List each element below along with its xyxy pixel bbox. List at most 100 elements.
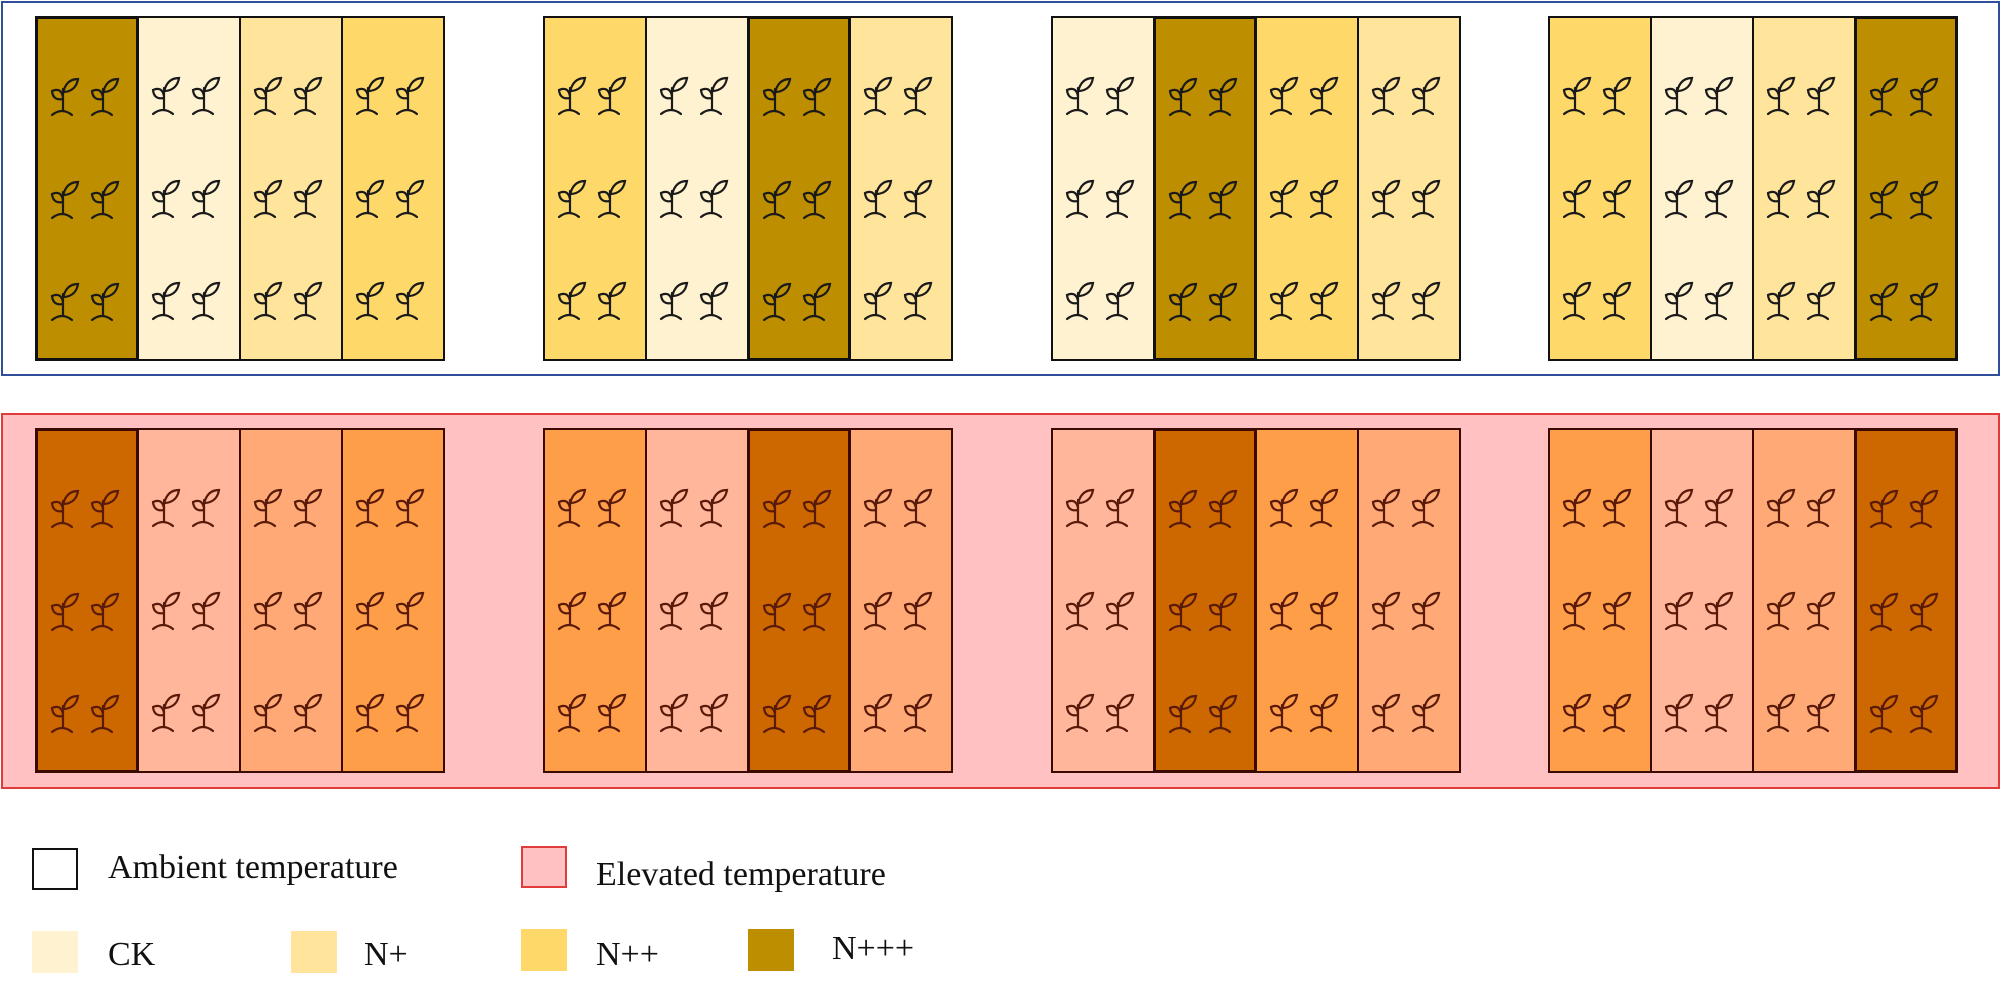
seedling-icon [1269, 273, 1309, 321]
seedling-icon [597, 273, 637, 321]
seedling-icon [1309, 685, 1349, 733]
seedling-icon [395, 685, 435, 733]
seedling-icon [1371, 171, 1411, 219]
seedling-icon [1562, 68, 1602, 116]
ambient-plot-np [239, 16, 343, 361]
ambient-plot-nppp [1153, 16, 1257, 361]
seedling-icon [253, 583, 293, 631]
seedling-icon [699, 583, 739, 631]
seedling-icon [50, 584, 90, 632]
seedling-icon [1664, 273, 1704, 321]
seedling-icon [1168, 686, 1208, 734]
seedling-icon [1562, 171, 1602, 219]
seedling-icon [659, 171, 699, 219]
ambient-plot-npp [341, 16, 445, 361]
seedling-icon [557, 583, 597, 631]
seedling-icon [903, 171, 943, 219]
seedling-icon [1065, 68, 1105, 116]
seedling-icon [1562, 273, 1602, 321]
seedling-icon [1806, 171, 1846, 219]
seedling-icon [355, 480, 395, 528]
seedling-icon [659, 685, 699, 733]
seedling-icon [191, 583, 231, 631]
seedling-icon [1168, 584, 1208, 632]
seedling-icon [293, 480, 333, 528]
seedling-icon [1869, 172, 1909, 220]
seedling-icon [90, 172, 130, 220]
seedling-icon [1208, 274, 1248, 322]
seedling-icon [699, 685, 739, 733]
seedling-icon [802, 172, 842, 220]
legend-label-n-plus-plus: N++ [596, 936, 659, 973]
legend-label-ck: CK [108, 936, 156, 973]
seedling-icon [557, 171, 597, 219]
seedling-icon [151, 273, 191, 321]
seedling-icon [659, 583, 699, 631]
elevated-plot-nppp [1854, 428, 1958, 773]
seedling-icon [1766, 583, 1806, 631]
seedling-icon [1168, 274, 1208, 322]
seedling-icon [1065, 480, 1105, 528]
ambient-block-3 [1051, 16, 1461, 361]
ambient-plot-npp [1255, 16, 1359, 361]
seedling-icon [903, 480, 943, 528]
seedling-icon [1371, 68, 1411, 116]
seedling-icon [762, 274, 802, 322]
seedling-icon [1806, 583, 1846, 631]
seedling-icon [151, 480, 191, 528]
seedling-icon [1704, 480, 1744, 528]
ambient-plot-ck [1051, 16, 1155, 361]
ambient-plot-npp [1548, 16, 1652, 361]
elevated-plot-np [849, 428, 953, 773]
seedling-icon [1411, 480, 1451, 528]
seedling-icon [253, 480, 293, 528]
elevated-plot-nppp [1153, 428, 1257, 773]
legend-label-n-plus-plus-plus: N+++ [832, 930, 915, 967]
elevated-block-1 [35, 428, 445, 773]
seedling-icon [903, 685, 943, 733]
seedling-icon [1766, 273, 1806, 321]
seedling-icon [253, 273, 293, 321]
seedling-icon [863, 68, 903, 116]
seedling-icon [1269, 583, 1309, 631]
seedling-icon [597, 68, 637, 116]
seedling-icon [1371, 273, 1411, 321]
seedling-icon [557, 480, 597, 528]
seedling-icon [1704, 68, 1744, 116]
seedling-icon [1602, 685, 1642, 733]
seedling-icon [50, 481, 90, 529]
seedling-icon [1909, 481, 1949, 529]
seedling-icon [1664, 68, 1704, 116]
seedling-icon [191, 273, 231, 321]
seedling-icon [395, 480, 435, 528]
seedling-icon [355, 685, 395, 733]
seedling-icon [1105, 583, 1145, 631]
seedling-icon [1371, 685, 1411, 733]
seedling-icon [1602, 583, 1642, 631]
seedling-icon [1208, 481, 1248, 529]
seedling-icon [699, 68, 739, 116]
legend-label-elevated: Elevated temperature [596, 856, 886, 893]
seedling-icon [1309, 583, 1349, 631]
seedling-icon [395, 171, 435, 219]
seedling-icon [1411, 171, 1451, 219]
seedling-icon [762, 69, 802, 117]
seedling-icon [1208, 686, 1248, 734]
seedling-icon [1909, 686, 1949, 734]
elevated-plot-ck [1650, 428, 1754, 773]
seedling-icon [863, 583, 903, 631]
seedling-icon [1269, 171, 1309, 219]
seedling-icon [1806, 68, 1846, 116]
seedling-icon [762, 686, 802, 734]
seedling-icon [1664, 480, 1704, 528]
seedling-icon [1766, 171, 1806, 219]
seedling-icon [1562, 685, 1602, 733]
seedling-icon [762, 481, 802, 529]
seedling-icon [1309, 480, 1349, 528]
seedling-icon [863, 171, 903, 219]
seedling-icon [863, 273, 903, 321]
seedling-icon [802, 69, 842, 117]
seedling-icon [1105, 273, 1145, 321]
seedling-icon [903, 68, 943, 116]
seedling-icon [293, 273, 333, 321]
